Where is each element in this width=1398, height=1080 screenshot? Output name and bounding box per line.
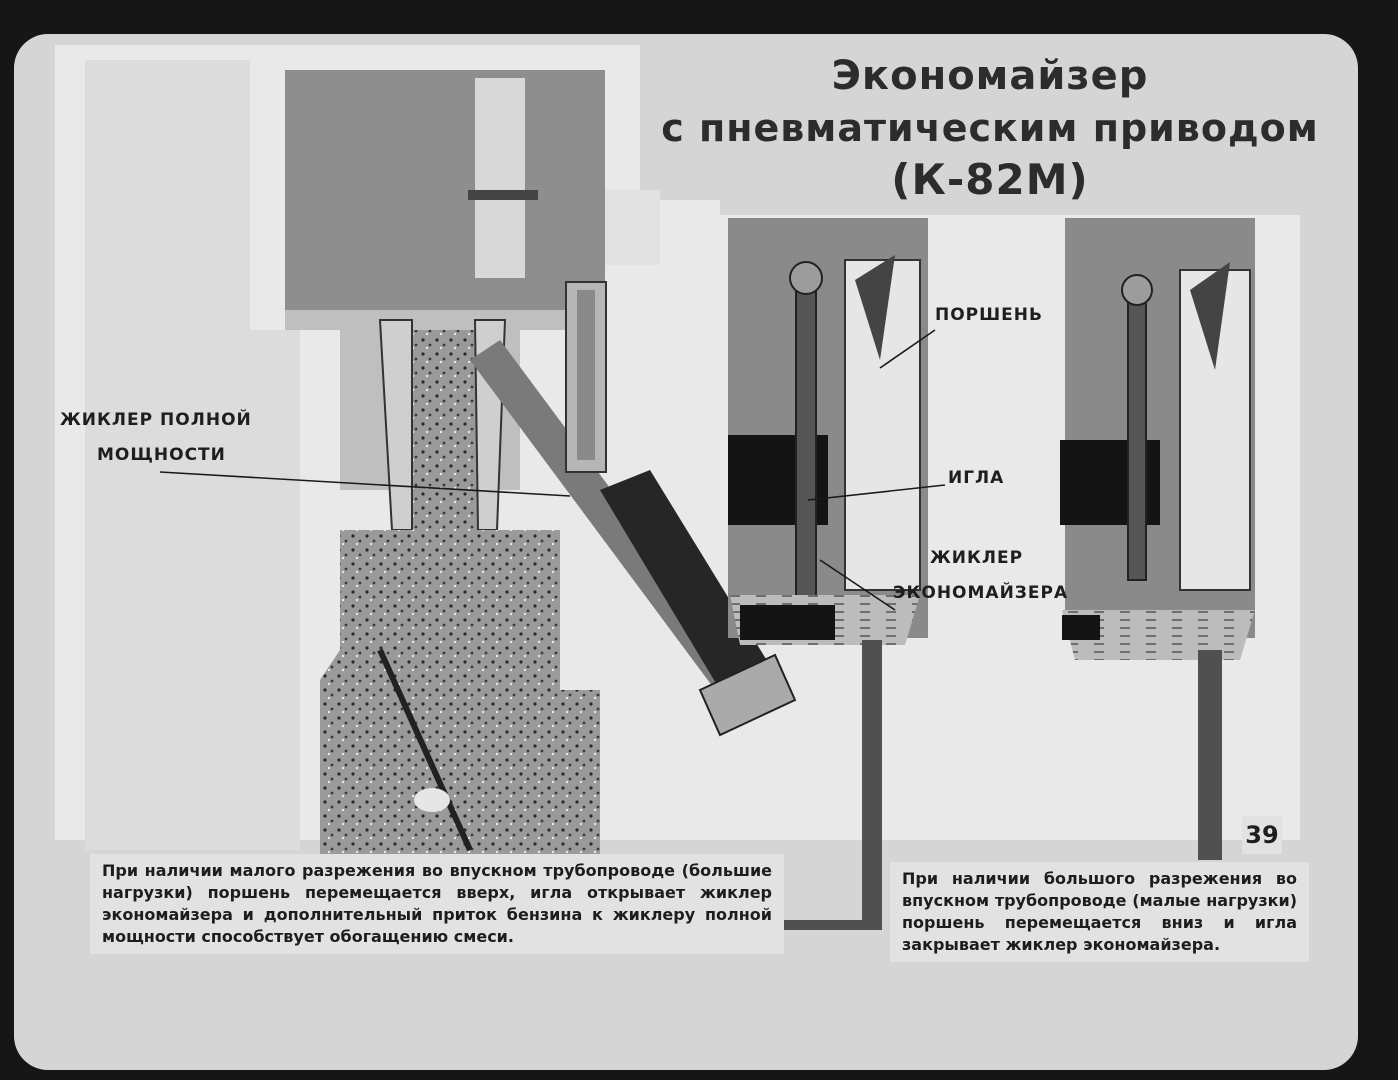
caption-right: При наличии большого разрежения во впуск… bbox=[890, 862, 1309, 962]
label-piston: ПОРШЕНЬ bbox=[935, 305, 1043, 325]
page-number: 39 bbox=[1242, 816, 1282, 854]
label-full-power-jet-2: МОЩНОСТИ bbox=[97, 445, 226, 465]
label-economizer-jet-1: ЖИКЛЕР bbox=[930, 548, 1024, 568]
leader-lines bbox=[159, 329, 946, 611]
title-line-3: (К-82М) bbox=[891, 155, 1089, 204]
full-power-tube bbox=[470, 340, 797, 737]
label-full-power-jet-1: ЖИКЛЕР ПОЛНОЙ bbox=[60, 410, 252, 430]
label-needle: ИГЛА bbox=[948, 468, 1005, 488]
label-economizer-jet-2: ЭКОНОМАЙЗЕРА bbox=[893, 583, 1069, 603]
economizer-closed bbox=[1060, 218, 1255, 860]
economizer-open bbox=[728, 218, 928, 930]
title-line-2: с пневматическим приводом bbox=[661, 106, 1319, 150]
air-intake bbox=[285, 70, 660, 310]
idle-channel bbox=[565, 281, 607, 473]
slide-title: Экономайзер с пневматическим приводом (К… bbox=[640, 50, 1340, 206]
mixing-chamber bbox=[320, 530, 600, 860]
caption-left: При наличии малого разрежения во впускно… bbox=[90, 854, 784, 954]
title-line-1: Экономайзер bbox=[831, 53, 1149, 99]
